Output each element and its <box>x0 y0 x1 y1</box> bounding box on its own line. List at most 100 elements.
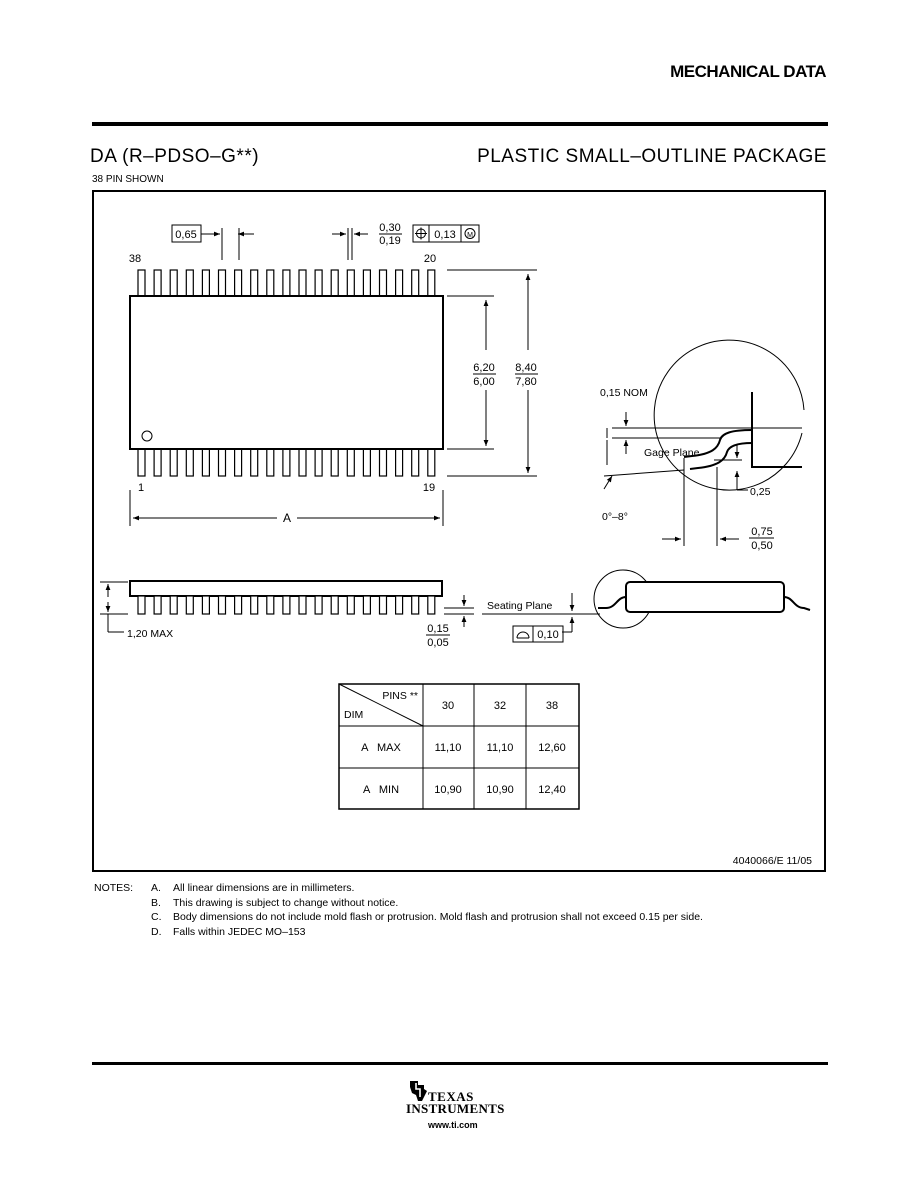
package-description: PLASTIC SMALL–OUTLINE PACKAGE <box>477 146 827 167</box>
angle-label: 0°–8° <box>602 511 628 523</box>
coplanarity-label: 0,10 <box>537 629 558 641</box>
lead <box>201 595 211 615</box>
table-cell: 11,10 <box>435 742 462 754</box>
lead <box>169 269 178 297</box>
lead <box>427 269 436 297</box>
lead <box>314 269 323 297</box>
lead <box>137 448 146 477</box>
lead <box>378 448 388 477</box>
foot-length-max: 0,75 <box>751 526 772 538</box>
table-cell: 10,90 <box>486 784 514 796</box>
height-max-label: 1,20 MAX <box>127 628 173 640</box>
lead <box>201 448 211 477</box>
lead <box>250 269 259 297</box>
lead <box>346 448 355 477</box>
gage-plane-label: Gage Plane <box>644 447 700 459</box>
bottom-rule <box>92 1062 828 1065</box>
dimension-table: PINS ** DIM 30 32 38 A MAX 11,10 11,10 1… <box>338 683 580 810</box>
lead <box>185 595 194 615</box>
foot-length-min: 0,50 <box>751 540 772 552</box>
total-width-min: 7,80 <box>515 376 536 388</box>
lead <box>153 448 162 477</box>
lead <box>298 269 307 297</box>
gage-plane-detail: 0,15 NOM Gage Plane 0,25 0°–8° 0,75 0,50 <box>600 339 805 552</box>
lead <box>250 448 259 477</box>
top-pin-row <box>137 269 436 297</box>
lead <box>217 595 227 615</box>
package-body <box>129 295 444 450</box>
note-item: A.All linear dimensions are in millimete… <box>151 882 355 894</box>
pin-19-label: 19 <box>423 482 435 494</box>
coplanarity-symbol-icon <box>516 631 530 639</box>
table-cell: 11,10 <box>487 742 514 754</box>
mechanical-drawing: 0,65 0,30 0,19 0,13 M 38 20 1 19 6,2 <box>100 222 812 867</box>
nominal-015-label: 0,15 NOM <box>600 387 648 399</box>
pin-38-label: 38 <box>129 253 141 265</box>
note-item: D.Falls within JEDEC MO–153 <box>151 925 306 938</box>
lead <box>137 269 146 297</box>
lead <box>250 595 259 615</box>
table-row-label: A MIN <box>363 784 399 796</box>
lead <box>282 448 291 477</box>
lead <box>362 448 371 477</box>
lead <box>346 269 355 297</box>
side-view: 1,20 MAX 0,15 0,05 <box>100 580 474 649</box>
lead <box>427 448 436 477</box>
lead-width-callout: 0,30 0,19 0,13 M <box>332 222 480 260</box>
lead <box>427 595 436 615</box>
lead <box>234 269 243 297</box>
note-item: B.This drawing is subject to change with… <box>151 896 399 909</box>
lead <box>411 448 420 477</box>
total-width-dimension: 8,40 7,80 <box>447 269 538 477</box>
lead <box>378 595 388 615</box>
table-col-header: 30 <box>442 700 454 712</box>
lead <box>282 595 291 615</box>
position-tolerance-label: 0,13 <box>434 229 455 241</box>
lead <box>330 595 339 615</box>
note-item: C.Body dimensions do not include mold fl… <box>151 911 703 923</box>
lead <box>282 269 291 297</box>
lead <box>298 448 307 477</box>
lead <box>169 448 178 477</box>
lead <box>266 269 275 297</box>
lead <box>217 269 227 297</box>
pin-pitch-label: 0,65 <box>175 229 196 241</box>
body-width-max: 6,20 <box>473 362 494 374</box>
lead <box>378 269 388 297</box>
pin1-indicator-icon <box>141 430 153 442</box>
lead <box>298 595 307 615</box>
top-rule <box>92 122 828 126</box>
lead <box>314 448 323 477</box>
standoff-min: 0,05 <box>427 637 448 649</box>
body-width-min: 6,00 <box>473 376 494 388</box>
lead <box>153 595 162 615</box>
lead <box>234 448 243 477</box>
lead <box>346 595 355 615</box>
lead <box>153 269 162 297</box>
lead <box>411 595 420 615</box>
lead <box>395 269 404 297</box>
lead-width-min-label: 0,19 <box>379 235 400 247</box>
lead <box>201 269 211 297</box>
table-col-header: 38 <box>546 700 558 712</box>
lead <box>266 595 275 615</box>
table-cell: 12,60 <box>538 742 566 754</box>
ti-logo-icon <box>410 1081 427 1101</box>
lead <box>330 269 339 297</box>
drawing-frame <box>92 190 826 872</box>
brand-line2: INSTRUMENTS <box>406 1101 505 1116</box>
seating-plane-label: Seating Plane <box>487 600 553 612</box>
table-row-label: A MAX <box>361 742 401 754</box>
lead <box>362 269 371 297</box>
lead <box>137 595 146 615</box>
mmc-symbol-icon <box>464 228 476 239</box>
package-name: DA (R–PDSO–G**) <box>90 146 260 167</box>
pitch-callout: 0,65 <box>171 224 254 260</box>
gage-025-label: 0,25 <box>750 486 771 498</box>
table-col-header: 32 <box>494 700 506 712</box>
total-width-max: 8,40 <box>515 362 536 374</box>
lead <box>266 448 275 477</box>
page-header-title: MECHANICAL DATA <box>670 62 826 81</box>
lead <box>395 595 404 615</box>
brand-url: www.ti.com <box>428 1120 478 1130</box>
